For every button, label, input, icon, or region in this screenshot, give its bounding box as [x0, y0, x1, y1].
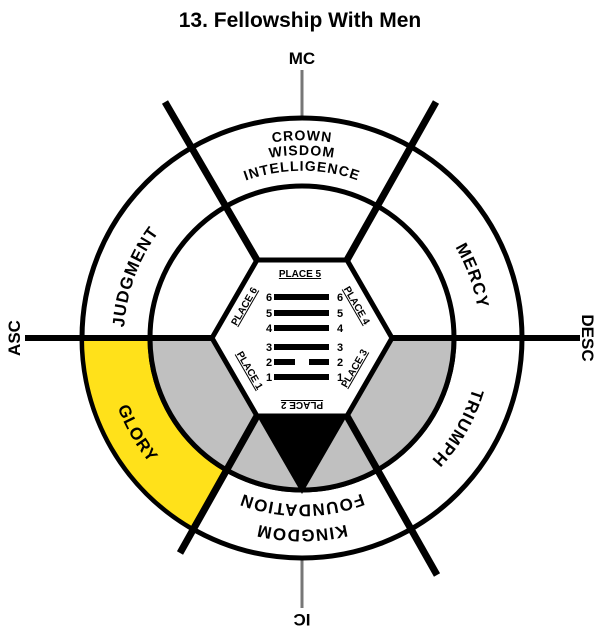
hexagram-line-2-segment: [274, 359, 295, 365]
chart-title: 13. Fellowship With Men: [179, 9, 422, 32]
line-number-4: 4: [266, 323, 273, 335]
place-2-label: PLACE 2: [280, 399, 323, 410]
divider-lower-left: [176, 414, 261, 555]
hexagram-line-5: [274, 310, 329, 316]
line-number-1: 1: [337, 372, 343, 384]
line-number-5: 5: [266, 308, 272, 320]
black-triangle: [257, 416, 347, 494]
hexagram-lines: 1 1 2 2 3 3 4 4 5 5 6 6: [266, 292, 344, 384]
line-number-6: 6: [337, 292, 343, 304]
desc-label: DESC: [578, 314, 597, 361]
ic-label: IC: [294, 610, 311, 629]
house-crown: CROWN: [271, 127, 333, 145]
hexagram-line-6: [274, 294, 329, 300]
hexagram-line-4: [274, 325, 329, 331]
line-number-6: 6: [266, 292, 272, 304]
line-number-3: 3: [266, 342, 272, 354]
hexagram-line-3: [274, 344, 329, 350]
asc-label: ASC: [5, 320, 24, 356]
line-number-4: 4: [337, 323, 344, 335]
house-wisdom: WISDOM: [268, 142, 337, 161]
divider-upper-left: [161, 100, 261, 262]
hexagram-line-1: [274, 374, 329, 380]
line-number-1: 1: [266, 372, 272, 384]
line-number-3: 3: [337, 342, 343, 354]
line-number-5: 5: [337, 308, 343, 320]
mc-label: MC: [289, 49, 315, 68]
hexagram-line-2-segment: [309, 359, 329, 365]
place-5-label: PLACE 5: [279, 269, 322, 280]
line-number-2: 2: [337, 357, 343, 369]
divider-lower-right: [343, 414, 441, 577]
divider-upper-right: [343, 100, 440, 262]
line-number-2: 2: [266, 357, 272, 369]
